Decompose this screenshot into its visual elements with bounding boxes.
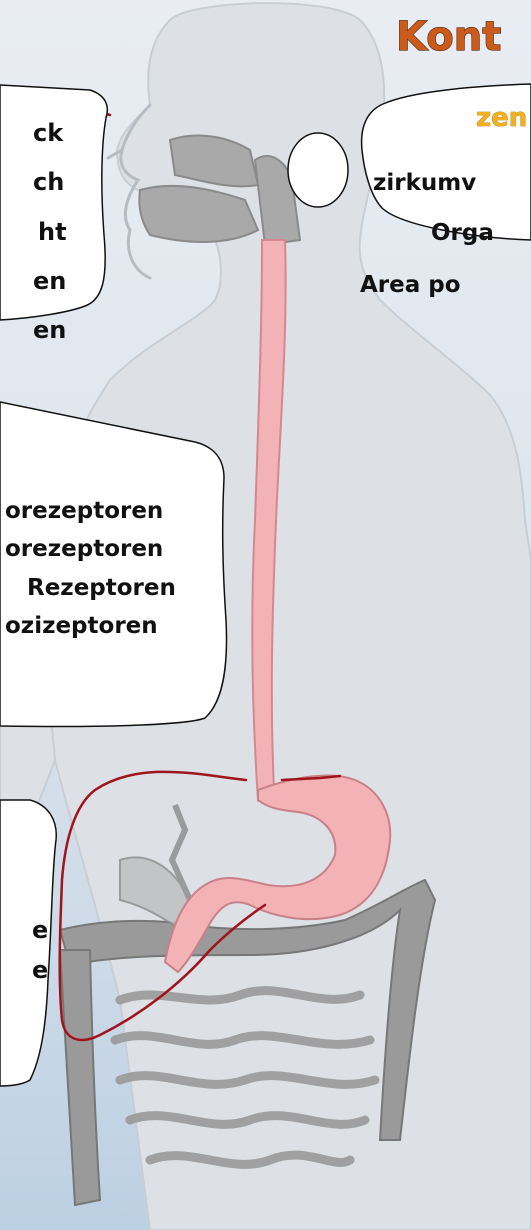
bubble-subtitle: zen: [476, 103, 527, 133]
bubble1-line-1: ck: [33, 119, 64, 147]
title: Kont: [396, 14, 501, 60]
bubble2-line-3: Rezeptoren: [27, 575, 176, 601]
bubble3-line-2: e: [32, 956, 48, 984]
bubble2-line-1: orezeptoren: [5, 498, 163, 524]
bubble2-line-2: orezeptoren: [5, 536, 163, 562]
bubble3-line-1: e: [32, 916, 48, 944]
speech-bubble-left-3: e e: [0, 800, 56, 1086]
bubble2-line-4: ozizeptoren: [5, 613, 158, 639]
bubble1-line-3: ht: [38, 218, 67, 246]
bubble1-line-4: en: [33, 267, 66, 295]
speech-bubble-left-1: ck ch ht en en: [0, 85, 107, 344]
bubble1-line-5: en: [33, 316, 66, 344]
speech-bubble-left-2: orezeptoren orezeptoren Rezeptoren ozize…: [0, 402, 227, 727]
bubble1-line-2: ch: [33, 168, 64, 196]
bubble-line-1: zirkumv: [373, 170, 476, 196]
area-label: Area po: [360, 272, 461, 298]
bubble-line-2: Orga: [431, 220, 494, 246]
bubble-circle: [288, 133, 348, 207]
